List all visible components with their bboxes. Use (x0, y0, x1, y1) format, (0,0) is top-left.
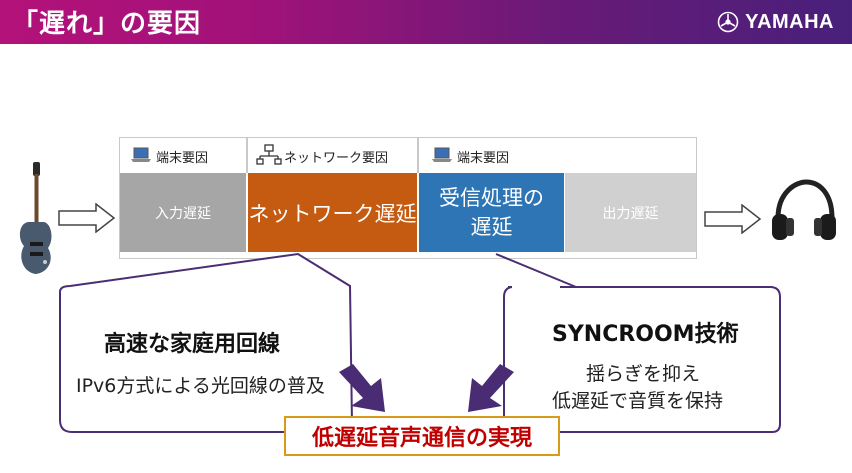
terminal-factor-label-2: 端末要因 (457, 151, 510, 166)
left-callout-title: 高速な家庭用回線 (104, 332, 281, 357)
title-bar: 「遅れ」の要因 YAMAHA (0, 0, 852, 44)
laptop-icon (432, 147, 452, 162)
receive-processing-latency-block: 受信処理の 遅延 (419, 173, 564, 252)
page-title: 「遅れ」の要因 (12, 9, 202, 39)
left-down-arrow-icon (339, 364, 385, 412)
receive-processing-label-line2: 遅延 (470, 214, 513, 239)
right-callout-line1: 揺らぎを抑え (586, 363, 701, 385)
network-factor-label: ネットワーク要因 (284, 151, 389, 166)
input-latency-label: 入力遅延 (155, 205, 211, 222)
receive-processing-label-line1: 受信処理の (439, 185, 544, 210)
yamaha-logo: YAMAHA (717, 8, 834, 36)
output-latency-block: 出力遅延 (565, 173, 696, 252)
headphones-icon (772, 179, 836, 240)
input-latency-block: 入力遅延 (120, 173, 246, 252)
result-label: 低遅延音声通信の実現 (311, 426, 532, 451)
brand-name: YAMAHA (745, 10, 834, 33)
laptop-icon (131, 147, 151, 162)
result-label-box: 低遅延音声通信の実現 (284, 416, 560, 456)
output-latency-label: 出力遅延 (602, 205, 659, 222)
right-callout-line2: 低遅延で音質を保持 (552, 390, 724, 412)
network-factor-header: ネットワーク要因 (247, 137, 418, 173)
terminal-factor-header-2: 端末要因 (418, 137, 697, 173)
electric-guitar-icon (19, 162, 52, 274)
tuning-fork-emblem-icon (717, 11, 739, 33)
output-arrow-icon (704, 204, 762, 234)
terminal-factor-label: 端末要因 (156, 151, 209, 166)
right-down-arrow-icon (468, 364, 514, 412)
network-icon (256, 144, 282, 165)
input-arrow-icon (58, 203, 116, 233)
network-latency-block: ネットワーク遅延 (248, 173, 417, 252)
left-callout-subtitle: IPv6方式による光回線の普及 (76, 375, 325, 397)
network-latency-label: ネットワーク遅延 (248, 201, 417, 226)
terminal-factor-header: 端末要因 (119, 137, 247, 173)
right-callout-title: SYNCROOM技術 (552, 322, 739, 347)
